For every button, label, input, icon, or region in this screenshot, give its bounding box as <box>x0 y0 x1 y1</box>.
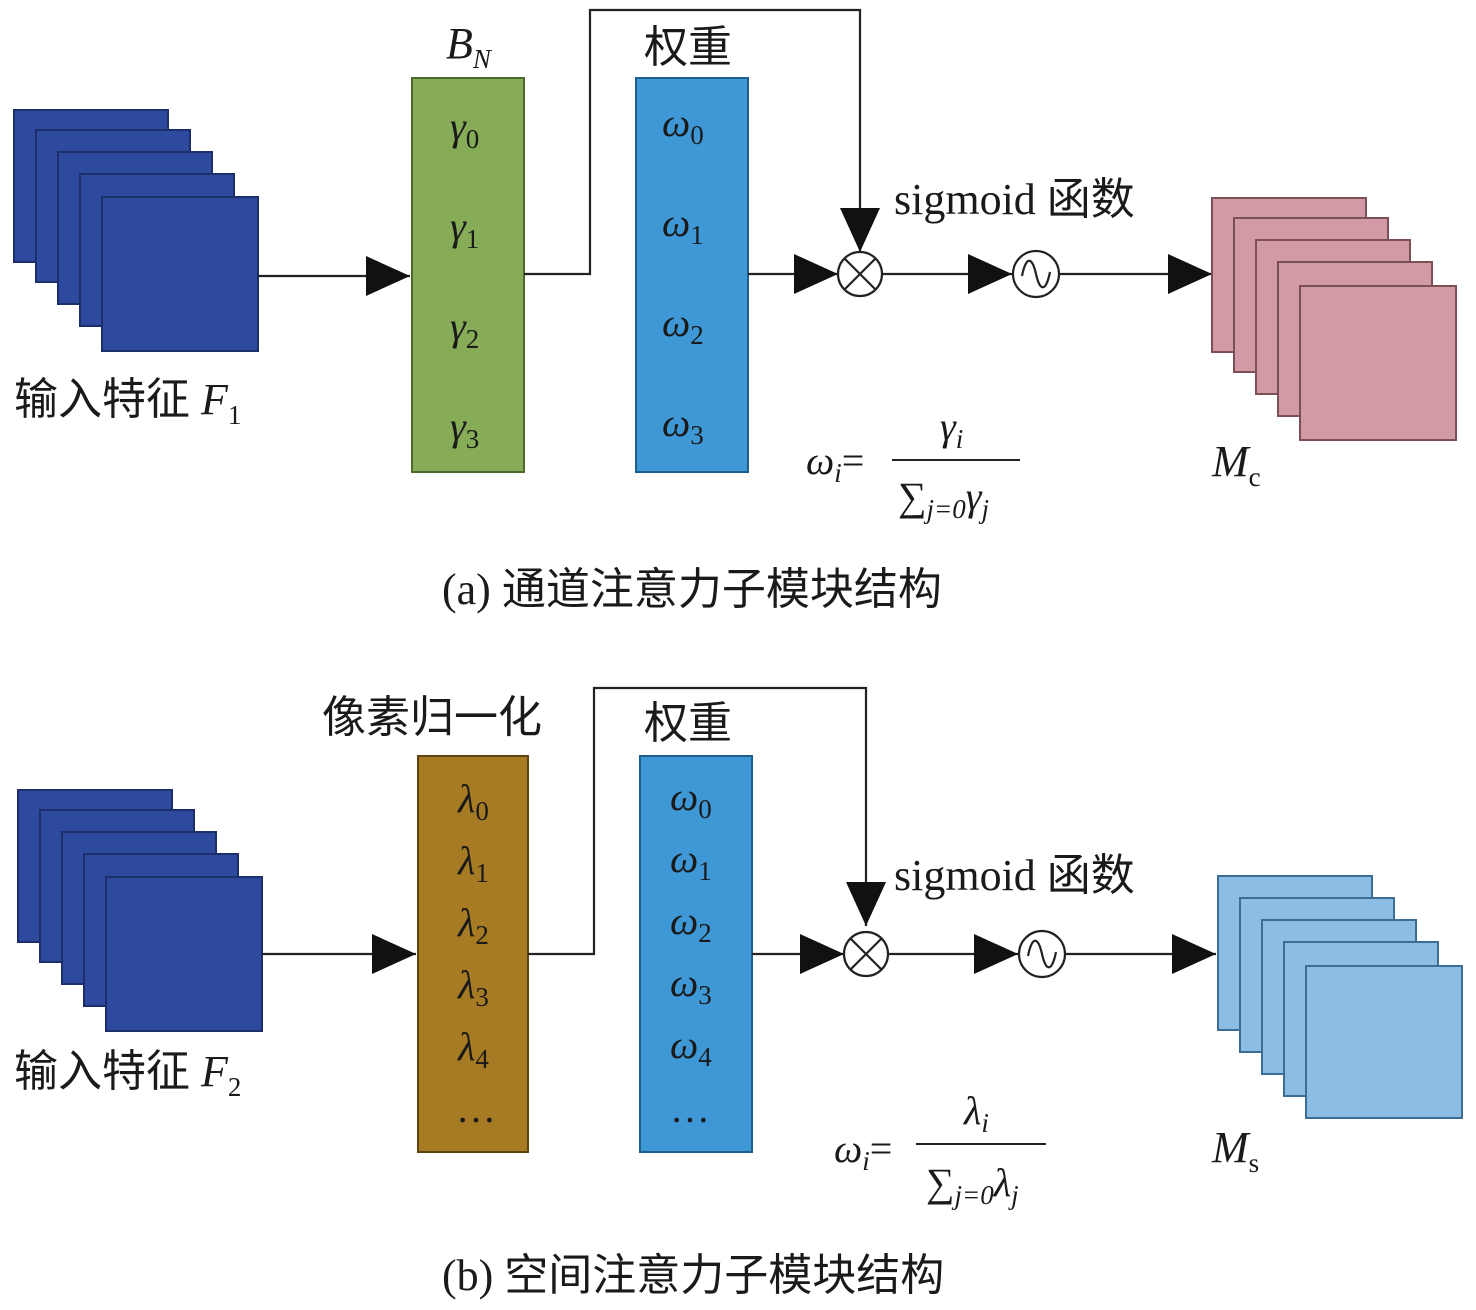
weight-formula-b: ωi= λi ∑j=0λj <box>834 1088 1046 1210</box>
weight-omega-2: ω2 <box>662 300 704 350</box>
panel-b: 输入特征 F2 像素归一化 λ0 λ1 λ2 λ3 λ4 … 权重 ω0 ω1 … <box>14 686 1463 1300</box>
bn-gamma-3: γ3 <box>450 404 479 454</box>
norm-lambda-1: λ1 <box>457 838 489 888</box>
feature-map-layer <box>105 876 263 1032</box>
formula-lhs: ωi= <box>834 1126 892 1176</box>
input-feature-stack-b <box>17 789 263 1032</box>
norm-lambda-0: λ0 <box>457 776 489 826</box>
bn-gamma-2: γ2 <box>450 304 479 354</box>
weight-omega-0: ω0 <box>662 100 704 150</box>
weight-block-b <box>639 755 753 1153</box>
sigmoid-label-a: sigmoid 函数 <box>894 175 1135 224</box>
bn-gamma-0: γ0 <box>450 104 479 154</box>
sigmoid-icon <box>1011 249 1061 299</box>
output-label-ms: Ms <box>1211 1123 1259 1178</box>
bn-gamma-1: γ1 <box>450 204 479 254</box>
norm-ellipsis: … <box>456 1086 496 1131</box>
weight-ellipsis: … <box>670 1086 710 1131</box>
norm-lambda-3: λ3 <box>457 962 489 1012</box>
norm-lambda-4: λ4 <box>457 1024 489 1074</box>
weight-label-b: 权重 <box>644 699 732 748</box>
input-label-b: 输入特征 F2 <box>14 1047 241 1102</box>
formula-denominator: ∑j=0λj <box>926 1160 1019 1210</box>
caption-b: (b) 空间注意力子模块结构 <box>442 1251 944 1300</box>
output-stack-ms <box>1217 875 1463 1119</box>
arrow-bypass-a <box>524 8 880 276</box>
formula-lhs: ωi= <box>806 438 864 488</box>
weight-omega-4: ω4 <box>670 1022 712 1072</box>
sigmoid-icon <box>1017 929 1067 979</box>
formula-numerator: γi <box>940 404 963 454</box>
output-label-mc: Mc <box>1211 437 1261 492</box>
weight-formula-a: ωi= γi ∑j=0γj <box>806 404 1020 524</box>
sigmoid-label-b: sigmoid 函数 <box>894 851 1135 900</box>
output-stack-mc <box>1211 197 1457 441</box>
multiply-icon <box>842 930 890 978</box>
panel-a: 输入特征 F1 BN γ0 γ1 γ2 γ3 权重 ω0 ω1 ω2 ω3 si… <box>13 8 1457 614</box>
weight-omega-2: ω2 <box>670 898 712 948</box>
weight-block-a <box>635 77 749 473</box>
norm-lambda-2: λ2 <box>457 900 489 950</box>
weight-omega-1: ω1 <box>670 836 712 886</box>
arrow-bypass-b <box>528 686 886 956</box>
weight-omega-3: ω3 <box>662 400 704 450</box>
input-label-a: 输入特征 F1 <box>14 375 241 430</box>
feature-map-layer <box>101 196 259 352</box>
bn-label: BN <box>446 19 493 74</box>
weight-omega-3: ω3 <box>670 960 712 1010</box>
weight-label-a: 权重 <box>644 23 732 72</box>
attention-map-layer <box>1299 285 1457 441</box>
formula-numerator: λi <box>963 1088 989 1138</box>
attention-map-layer <box>1305 965 1463 1119</box>
input-feature-stack-a <box>13 109 259 352</box>
multiply-icon <box>836 250 884 298</box>
norm-block <box>417 755 529 1153</box>
weight-omega-1: ω1 <box>662 200 704 250</box>
norm-label: 像素归一化 <box>322 693 542 742</box>
weight-omega-0: ω0 <box>670 774 712 824</box>
caption-a: (a) 通道注意力子模块结构 <box>442 565 942 614</box>
formula-denominator: ∑j=0γj <box>898 474 989 524</box>
